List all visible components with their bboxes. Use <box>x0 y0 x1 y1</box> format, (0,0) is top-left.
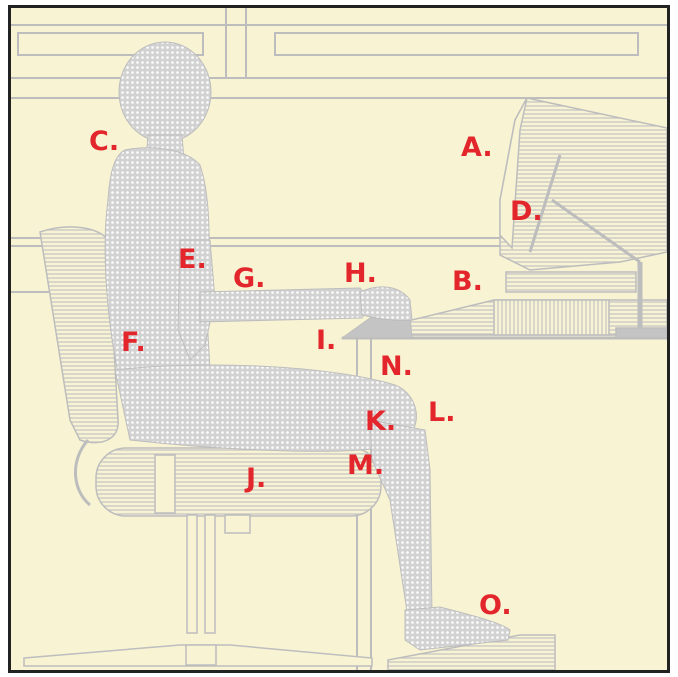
label-c: C. <box>89 128 119 155</box>
label-k: K. <box>365 408 396 435</box>
label-a: A. <box>461 134 493 161</box>
label-b: B. <box>452 268 483 295</box>
label-o: O. <box>479 592 512 619</box>
label-m: M. <box>347 452 384 479</box>
head <box>119 42 211 142</box>
label-f: F. <box>121 329 146 356</box>
label-j: J. <box>246 465 266 492</box>
forearm <box>200 288 372 322</box>
label-n: N. <box>380 353 413 380</box>
label-i: I. <box>316 327 336 354</box>
label-d: D. <box>510 198 543 225</box>
label-g: G. <box>233 265 265 292</box>
label-l: L. <box>428 399 455 426</box>
label-e: E. <box>178 246 207 273</box>
label-h: H. <box>344 260 377 287</box>
